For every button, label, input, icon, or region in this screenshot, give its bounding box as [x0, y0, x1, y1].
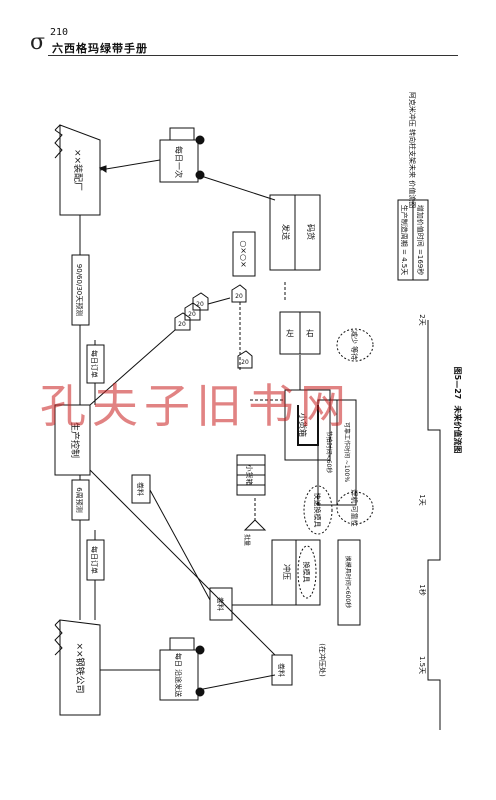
shipping-label: 发送 — [281, 224, 291, 240]
right-label: 右 — [306, 328, 314, 338]
changeover-tool-label: 换模具 — [302, 562, 311, 583]
svg-text:20: 20 — [235, 293, 243, 300]
kanban-stack: 20 20 20 — [174, 292, 209, 331]
supplier-label: ××钢铁公司 — [74, 642, 86, 693]
kanban-post-a: 20 — [231, 284, 247, 303]
small-box-1-label: 小货箱 — [298, 413, 308, 437]
coil-inventory-left — [271, 654, 293, 686]
kaizen-quick-change — [303, 485, 333, 535]
forecast-6wk-label: 6周预测 — [75, 487, 84, 512]
svg-text:20: 20 — [178, 321, 186, 328]
svg-text:换模具时间<600秒: 换模具时间<600秒 — [344, 556, 352, 608]
production-control-box — [54, 404, 91, 476]
svg-text:生产制造周期 = 4.5天: 生产制造周期 = 4.5天 — [400, 205, 409, 275]
svg-text:焊机 可靠性: 焊机 可靠性 — [350, 489, 359, 526]
svg-text:○×○×: ○×○× — [239, 240, 248, 267]
svg-text:1.5天: 1.5天 — [418, 656, 426, 674]
warehouse-label: 码货 — [306, 224, 316, 240]
watermark: 孔夫子旧书网 — [40, 379, 352, 433]
customer-factory — [54, 124, 101, 216]
kanban-post-e: 20 — [237, 350, 253, 369]
svg-text:减少 等待: 减少 等待 — [350, 330, 359, 360]
page-number: 210 — [50, 27, 69, 38]
left-label: 左 — [286, 328, 294, 338]
kaizen-weld-reliability — [336, 491, 374, 525]
daily-once-label: 每日一次 — [174, 146, 184, 178]
coil-inventory-mid — [131, 474, 151, 504]
timeline — [427, 320, 441, 730]
stamping-label: 冲压 — [282, 564, 292, 580]
supplier-factory — [54, 619, 101, 716]
svg-text:可靠工作时间 ~100%: 可靠工作时间 ~100% — [343, 422, 351, 482]
svg-text:20: 20 — [188, 311, 196, 318]
coil-inventory-right — [209, 587, 233, 621]
small-box-2-label: 小货箱 — [245, 465, 254, 486]
header-divider — [48, 55, 458, 56]
side-note: 阿克米冲压 转向柱支架未来 价值流图 — [408, 92, 417, 208]
svg-text:20: 20 — [196, 301, 204, 308]
batch-label: 批量 — [243, 534, 251, 546]
sigma-icon: σ — [30, 30, 46, 55]
heijunka-box — [232, 231, 256, 277]
daily-order-top-label: 每日订单 — [90, 350, 99, 378]
book-title: 六西格玛绿带手册 — [52, 42, 148, 55]
svg-text:卷料: 卷料 — [216, 597, 225, 611]
svg-text:节拍时间<60秒: 节拍时间<60秒 — [325, 431, 333, 474]
page-header: σ 210 六西格玛绿带手册 — [0, 0, 496, 70]
changeover-data-box — [337, 539, 361, 626]
kaizen-reduce-wait — [336, 328, 374, 362]
weld-cell-box — [284, 389, 331, 461]
customer-label: ××装配厂 — [72, 149, 84, 191]
figure-caption: 图5—27未来价值流图 — [453, 367, 463, 454]
svg-text:20: 20 — [241, 359, 249, 366]
stamping-location: (在冲压处) — [318, 643, 327, 677]
svg-text:增加价值时间 =169秒: 增加价值时间 =169秒 — [416, 205, 425, 275]
svg-text:1天: 1天 — [418, 494, 426, 505]
svg-text:快速换模具: 快速换模具 — [313, 493, 322, 528]
forecast-90-label: 90/60/30天预测 — [75, 264, 84, 316]
svg-text:1秒: 1秒 — [418, 584, 427, 595]
svg-text:卷料: 卷料 — [277, 663, 286, 677]
svg-text:2天: 2天 — [418, 314, 426, 325]
daily-order-bottom-label: 每日订单 — [90, 546, 99, 574]
daily-extend-label: 每日 沿途发送 — [174, 653, 183, 697]
svg-text:卷料: 卷料 — [136, 482, 145, 496]
production-control-label: 生产控制 — [69, 422, 81, 458]
